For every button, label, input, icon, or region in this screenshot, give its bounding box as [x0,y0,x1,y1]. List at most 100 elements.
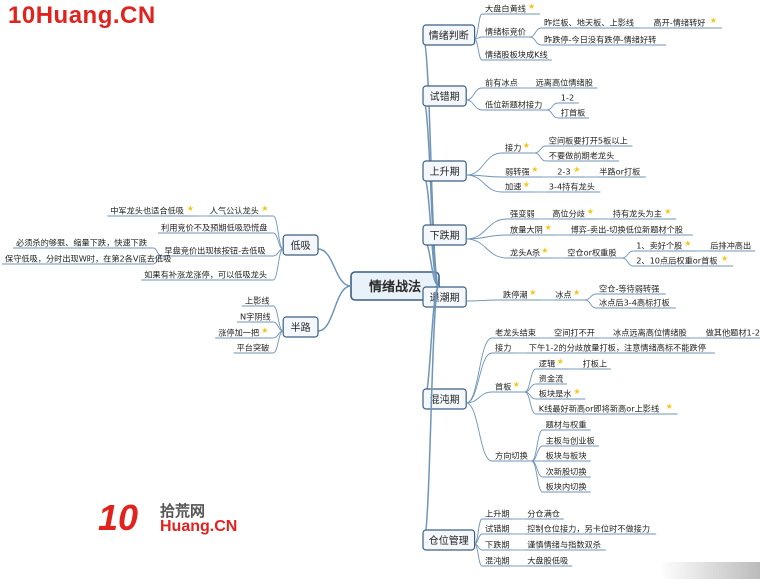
node-label: 首板 [495,382,511,392]
connector-line [422,285,440,545]
connector-line [531,460,543,493]
node-label: 保守低吸，分时出现W时，在第2各V底去低吸 [5,254,171,264]
node-label: 情绪股板块成K线 [485,50,548,60]
node-label: 次新股切换 [546,467,587,477]
connector-line [272,305,284,332]
connector-line [466,174,503,193]
star-icon: ★ [573,288,580,297]
node-label: 前有冰点 [485,78,518,88]
node-label: 混沌期 [485,556,510,566]
star-icon: ★ [523,141,530,150]
connector-line [466,402,493,462]
node-label: 早盘竞价出现核按钮-去低吸 [164,246,265,256]
node-label: 主板与创业板 [546,436,595,446]
node-label: 空仓or权重股 [567,248,616,258]
node-label: 强变弱 [510,209,535,219]
connector-line [534,145,546,154]
star-icon: ★ [573,165,580,174]
branch-node-label: 下跌期 [430,229,460,242]
branch-node-box [282,316,319,338]
node-label: 方向切换 [495,451,528,461]
corner-shadow [660,562,760,579]
connector-line [272,248,284,281]
connector-line [466,391,493,404]
connector-line [546,109,558,119]
node-label: 接力 [495,343,511,353]
connector-line [153,255,162,265]
node-label: 半路or打板 [599,167,640,177]
connector-line [317,285,352,332]
connector-line [474,38,483,61]
branch-node-box [422,224,467,246]
branch-node-label: 混沌期 [430,393,460,406]
node-label: 打板上 [583,359,608,369]
connector-line [529,27,542,38]
branch-node-label: 上升期 [430,166,460,178]
connector-line [466,238,508,259]
node-label: N字阴线 [240,312,271,322]
connector-line [584,293,597,301]
logo-sub-text: Huang.CN [160,518,238,535]
connector-line [622,250,634,259]
node-label: 远离高位情绪股 [536,78,593,88]
node-label: 上升期 [485,509,510,519]
site-watermark: 10Huang.CN [8,2,156,29]
connector-line [546,102,558,111]
star-icon: ★ [187,204,194,213]
node-label: 涨停加一把 [218,328,259,338]
node-label: 龙头A杀 [510,248,540,258]
branch-node-box [422,24,476,46]
star-icon: ★ [531,165,538,174]
site-logo: 10 拾荒网 Huang.CN [98,497,268,541]
connector-line [466,152,503,176]
connector-line [466,352,493,404]
star-icon: ★ [557,357,564,366]
connector-line [272,330,284,354]
node-label: 打首板 [561,108,586,118]
branch-node-label: 情绪判断 [429,29,469,42]
node-label: 情绪标竞价 [485,27,526,37]
star-icon: ★ [684,239,691,248]
node-label: 资金流 [539,374,564,384]
logo-mark: 10 [98,497,139,538]
node-label: 空间打不开 [554,328,595,338]
star-icon: ★ [587,207,594,216]
branch-node-box [422,529,476,551]
connector-line [529,36,542,46]
node-label: 冰点后3-4高标打板 [599,298,670,308]
connector-line [474,543,483,567]
branch-node-label: 试错期 [430,90,460,103]
branch-node-label: 仓位管理 [429,534,469,547]
node-label: 逻辑 [539,359,555,369]
node-label: 1-2 [561,93,574,103]
node-label: 1、卖好个股 [636,241,682,251]
central-node-label: 情绪战法 [369,279,421,295]
connector-line [466,87,483,101]
connector-line [466,99,483,111]
star-icon: ★ [721,254,728,263]
star-icon: ★ [545,223,552,232]
node-label: 题材与权重 [546,420,587,430]
logo-cn-text: 拾荒网 [160,502,206,520]
node-label: 空间板要打开5板以上 [549,136,628,146]
node-label: 低位新题材接力 [485,100,542,110]
node-label: 大盘股低吸 [527,556,568,566]
node-label: 试错期 [485,524,510,534]
node-label: 谨慎情绪与指数双杀 [527,540,601,550]
branch-node-label: 低吸 [291,239,311,252]
node-label: 放量大阴 [510,225,543,235]
connector-line [466,337,493,404]
node-label: 不要做前期老龙头 [549,151,615,161]
node-label: 博弈-卖出-切换低位新题材个股 [571,225,683,235]
connector-line [584,299,597,309]
connector-line [534,152,546,162]
star-icon: ★ [573,387,580,396]
connector-line [466,299,501,302]
node-label: 做其他题材1-2 [706,328,760,338]
node-label: 板块是水 [539,389,572,399]
star-icon: ★ [529,288,536,297]
connector-line [474,518,483,545]
node-label: 持有龙头为主 [613,209,662,219]
node-label: 大盘白黄线 [485,4,526,14]
